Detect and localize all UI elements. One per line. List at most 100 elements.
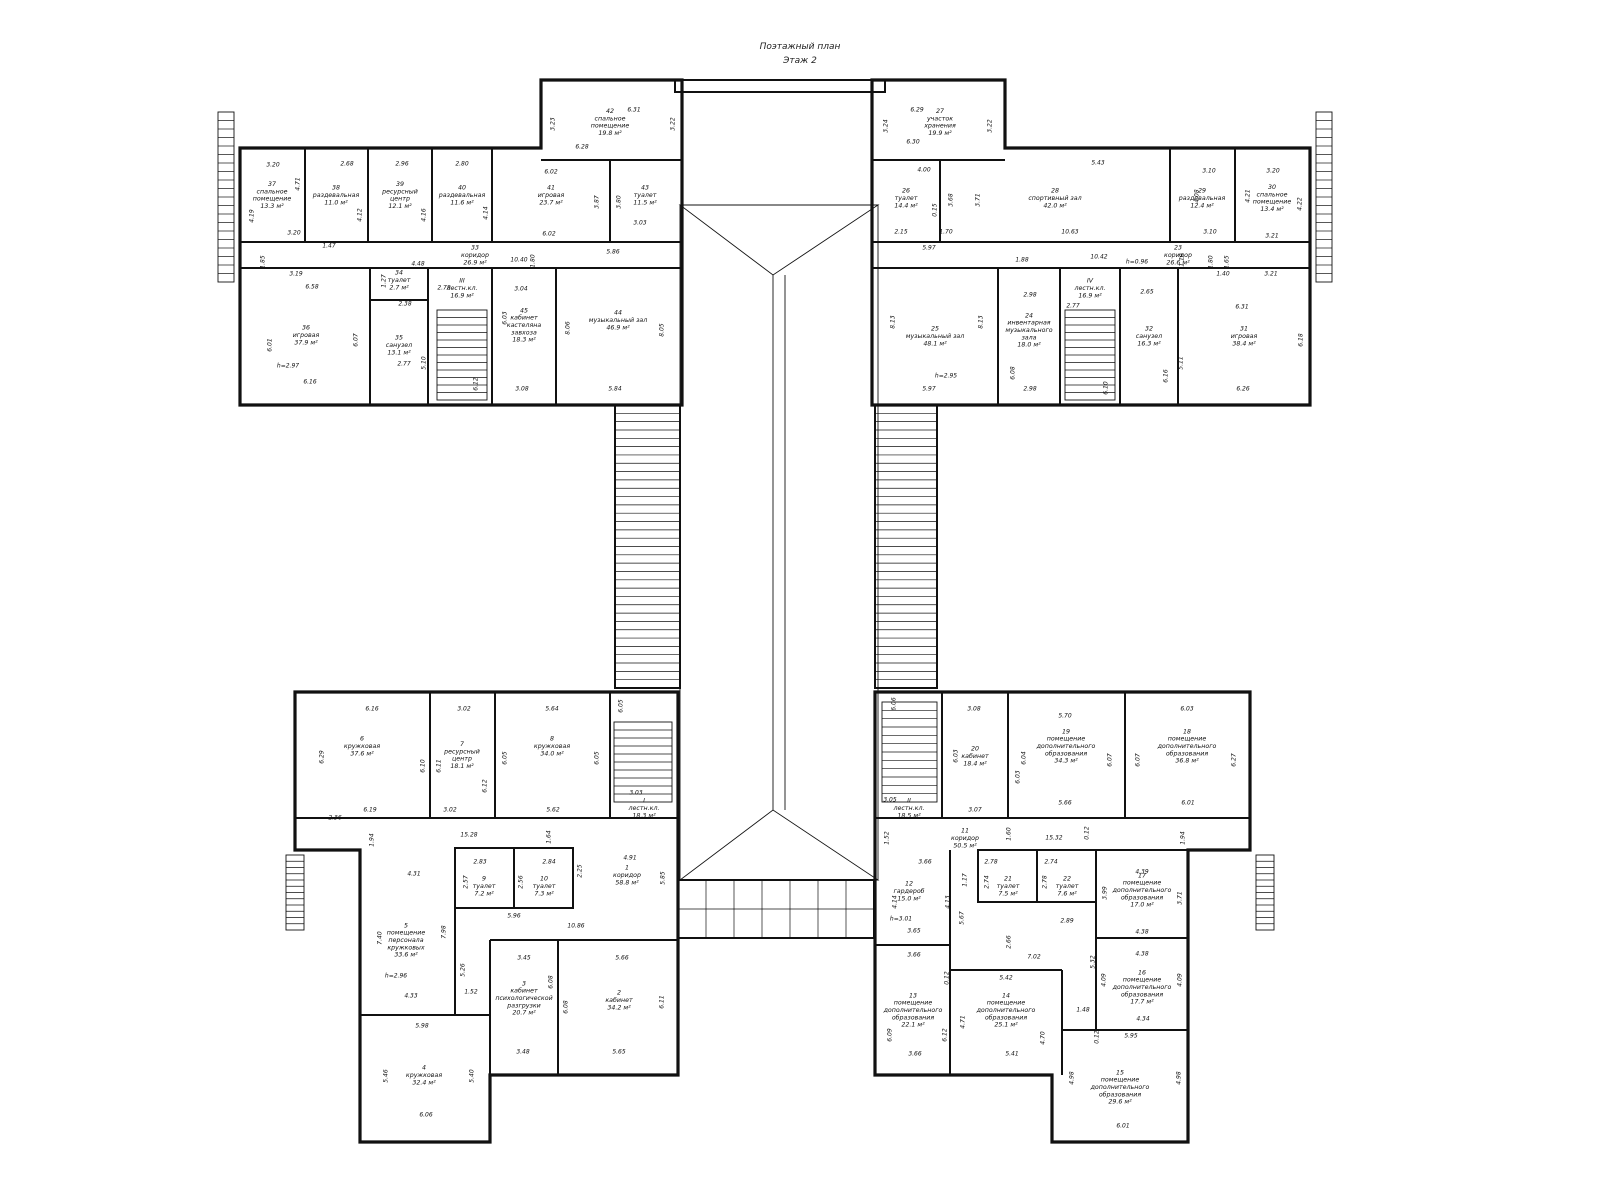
room-label-line: 15 [1116, 1069, 1124, 1076]
dimension-label: 3.22 [987, 119, 994, 133]
room-label-line: 14 [1002, 992, 1010, 999]
room-label-line: образования [1121, 893, 1164, 901]
dimension-label: 3.71 [1177, 891, 1184, 904]
room-label-line: дополнительного [1157, 743, 1217, 750]
dimension-label: 1.27 [381, 274, 388, 288]
room-label-line: 34 [395, 270, 403, 277]
room-label-line: 11.6 м² [450, 199, 474, 206]
room-label-line: хранения [923, 123, 956, 130]
dimension-label: 6.10 [1103, 381, 1110, 395]
room-label-line: 13 [909, 992, 917, 999]
room-label-line: 46.9 м² [606, 324, 630, 331]
dimension-label: 4.38 [1135, 951, 1149, 958]
dimension-label: 15.28 [460, 832, 477, 839]
room-label-line: кастеляна [507, 322, 542, 329]
room-label-line: 19.9 м² [928, 130, 952, 137]
dimension-label: 5.97 [922, 386, 936, 393]
dimension-label: 6.04 [1021, 751, 1028, 765]
dimension-label: 3.19 [289, 271, 303, 278]
dimension-label: 4.08 [1194, 189, 1201, 203]
dimension-label: 1.80 [1208, 255, 1215, 269]
dimension-label: 6.16 [365, 706, 379, 713]
room-label-line: помещение [253, 196, 292, 203]
dimension-label: 6.08 [548, 975, 555, 989]
room-label-line: коридор [951, 835, 979, 842]
dimension-label: 6.29 [910, 107, 924, 114]
room-label-line: 16.3 м² [1137, 340, 1161, 347]
dimension-label: 2.74 [1044, 859, 1058, 866]
dimension-label: 4.71 [295, 177, 302, 190]
right-gallery [874, 404, 938, 689]
room-label-line: 11.0 м² [324, 199, 348, 206]
dimension-label: 2.65 [1140, 289, 1154, 296]
dimension-label: 3.80 [616, 195, 623, 209]
room-label-line: 4 [422, 1065, 426, 1072]
dimension-label: 7.98 [441, 925, 448, 939]
room-label-line: IV [1087, 278, 1094, 285]
room-label-line: образования [892, 1013, 935, 1021]
room-label-line: центр [452, 756, 472, 763]
room-label-line: 18 [1183, 728, 1191, 735]
dimension-label: 1.19 [1179, 253, 1186, 267]
room-label-line: 7.3 м² [534, 890, 554, 897]
room-label-line: 13.3 м² [260, 203, 284, 210]
room-label-line: туалет [997, 883, 1020, 890]
room-label-line: 25.1 м² [994, 1022, 1018, 1029]
room-label-line: коридор [1164, 252, 1192, 259]
room-label-line: 26 [902, 188, 910, 195]
dimension-label: 5.84 [608, 386, 622, 393]
room-label-r19: 19помещениедополнительногообразования34.… [1036, 728, 1096, 764]
dimension-label: 6.28 [575, 144, 589, 151]
room-label-line: 21 [1004, 876, 1012, 883]
dimension-label: 2.57 [463, 875, 470, 889]
dimension-label: 3.48 [516, 1049, 530, 1056]
room-label-line: 27 [936, 108, 944, 115]
dimension-label: 4.33 [404, 993, 418, 1000]
room-label-line: 43 [641, 185, 649, 192]
room-label-line: 25 [931, 326, 939, 333]
room-label-line: 12 [905, 881, 913, 888]
room-label-line: кружковых [387, 944, 425, 951]
room-label-line: 20 [971, 746, 979, 753]
dimension-label: 3.08 [515, 386, 529, 393]
dimension-label: 0.12 [1084, 826, 1091, 840]
room-label-line: 30 [1268, 184, 1276, 191]
roof-top-hip [678, 204, 880, 276]
room-label-line: 16.9 м² [1078, 292, 1102, 299]
room-label-line: лестн.кл. [628, 805, 660, 812]
dimension-label: 3.65 [907, 928, 921, 935]
room-label-line: игровая [1231, 333, 1258, 340]
room-label-line: образования [1099, 1090, 1142, 1098]
room-label-line: 32 [1145, 326, 1153, 333]
room-label-line: помещение [1123, 880, 1162, 887]
dimension-label: 1.80 [530, 254, 537, 268]
room-label-r14: 14помещениедополнительногообразования25.… [976, 992, 1036, 1028]
dimension-label: 6.31 [627, 107, 640, 114]
upper-left-block [217, 78, 684, 407]
dimension-label: 5.32 [1090, 955, 1097, 969]
dimension-label: 1.94 [1180, 831, 1187, 845]
room-label-line: 58.8 м² [615, 879, 639, 886]
room-label-line: дополнительного [1112, 984, 1172, 991]
dimension-label: 15.32 [1045, 835, 1062, 842]
room-label-line: игровая [293, 332, 320, 339]
room-label-line: 18.3 м² [512, 337, 536, 344]
room-label-line: 19 [1062, 728, 1070, 735]
room-label-line: помещение [1253, 199, 1292, 206]
room-label-line: 28 [1051, 188, 1059, 195]
dimension-label: 0.12 [944, 971, 951, 985]
room-label-r15: 15помещениедополнительногообразования29.… [1090, 1069, 1150, 1105]
room-label-line: 48.1 м² [923, 340, 947, 347]
dimension-label: 3.02 [457, 706, 471, 713]
central-link [674, 79, 886, 939]
dimension-label: 3.99 [1102, 886, 1109, 900]
room-label-line: санузел [1136, 333, 1162, 340]
room-label-line: 33.6 м² [394, 952, 418, 959]
